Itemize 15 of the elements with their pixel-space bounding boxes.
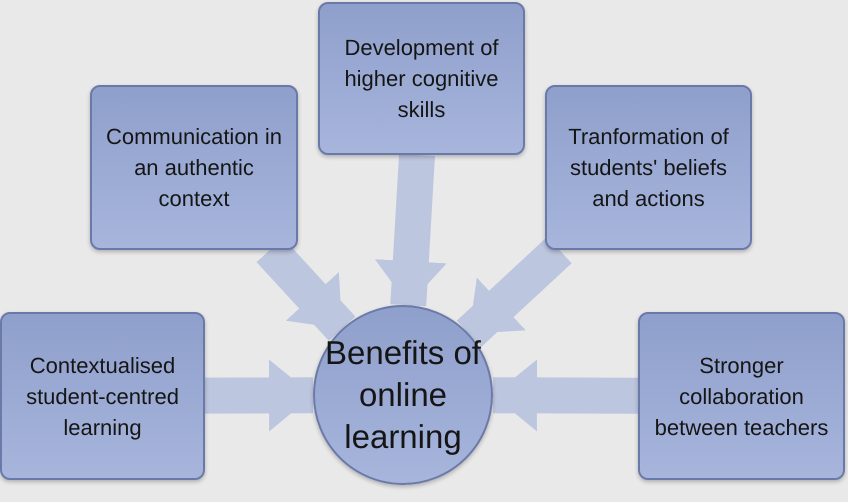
benefit-label: Tranformation of students' beliefs and actions bbox=[567, 123, 730, 213]
benefit-box bbox=[545, 85, 752, 250]
benefit-label: Stronger collaboration between teachers bbox=[654, 352, 830, 442]
arrow bbox=[374, 154, 447, 306]
benefit-box bbox=[638, 312, 845, 480]
benefit-label: Contextualised student-centred learning bbox=[25, 352, 180, 442]
benefit-box bbox=[0, 312, 205, 480]
topic-label: Benefits of online learning bbox=[325, 333, 481, 457]
benefit-label: Development of higher cognitive skills bbox=[343, 34, 500, 124]
arrow bbox=[492, 359, 638, 432]
benefit-box bbox=[318, 2, 525, 155]
arrow bbox=[456, 236, 572, 348]
benefit-label: Communication in an authentic context bbox=[104, 123, 284, 213]
arrow bbox=[204, 359, 314, 432]
benefit-box bbox=[90, 85, 298, 250]
